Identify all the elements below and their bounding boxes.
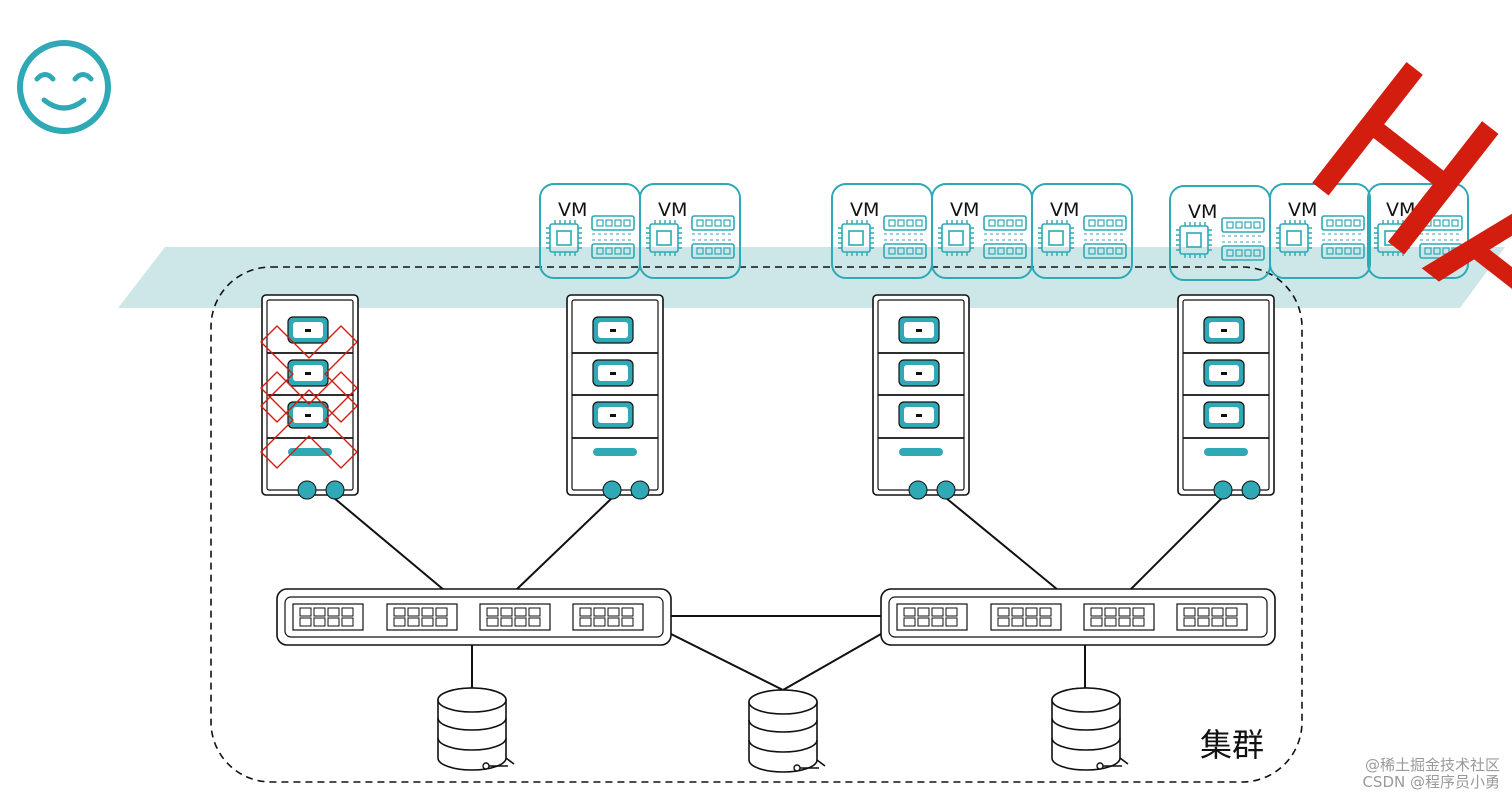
database-icon[interactable] — [748, 689, 826, 773]
vm-tile[interactable]: VM — [831, 183, 933, 279]
vm-tile[interactable]: VM — [931, 183, 1033, 279]
svg-text:VM: VM — [658, 199, 687, 221]
network-links — [333, 497, 1223, 691]
vm-tile[interactable]: VM — [539, 183, 641, 279]
svg-text:VM: VM — [950, 199, 979, 221]
smiley-icon — [17, 40, 111, 134]
ha-badge: HA — [1265, 16, 1512, 395]
svg-text:VM: VM — [1386, 199, 1415, 221]
vm-group-1: VM VM — [539, 183, 741, 279]
vm-tile[interactable]: VM — [1031, 183, 1133, 279]
svg-text:VM: VM — [1288, 199, 1317, 221]
database-icon[interactable] — [437, 687, 515, 771]
server-node[interactable] — [566, 294, 664, 500]
svg-text:VM: VM — [1188, 201, 1217, 223]
switch-icon[interactable] — [881, 589, 1275, 645]
watermark-line-2: CSDN @程序员小勇 — [1362, 773, 1500, 791]
cluster-label: 集群 — [1200, 726, 1264, 764]
vm-tile[interactable]: VM — [639, 183, 741, 279]
svg-text:VM: VM — [1050, 199, 1079, 221]
database-icon[interactable] — [1051, 687, 1129, 771]
watermark-line-1: @稀土掘金技术社区 — [1364, 756, 1500, 774]
vm-group-3: VM VM VM — [1169, 183, 1469, 281]
cluster-boundary — [210, 266, 1303, 783]
switch-icon[interactable] — [277, 589, 671, 645]
vm-tile[interactable]: VM — [1367, 183, 1469, 279]
vm-group-2: VM VM VM — [831, 183, 1133, 279]
server-node[interactable] — [1177, 294, 1275, 500]
server-node[interactable] — [261, 294, 359, 500]
vm-tile[interactable]: VM — [1169, 185, 1271, 281]
svg-text:VM: VM — [558, 199, 587, 221]
vm-tile[interactable]: VM — [1269, 183, 1371, 279]
svg-text:VM: VM — [850, 199, 879, 221]
server-node[interactable] — [872, 294, 970, 500]
